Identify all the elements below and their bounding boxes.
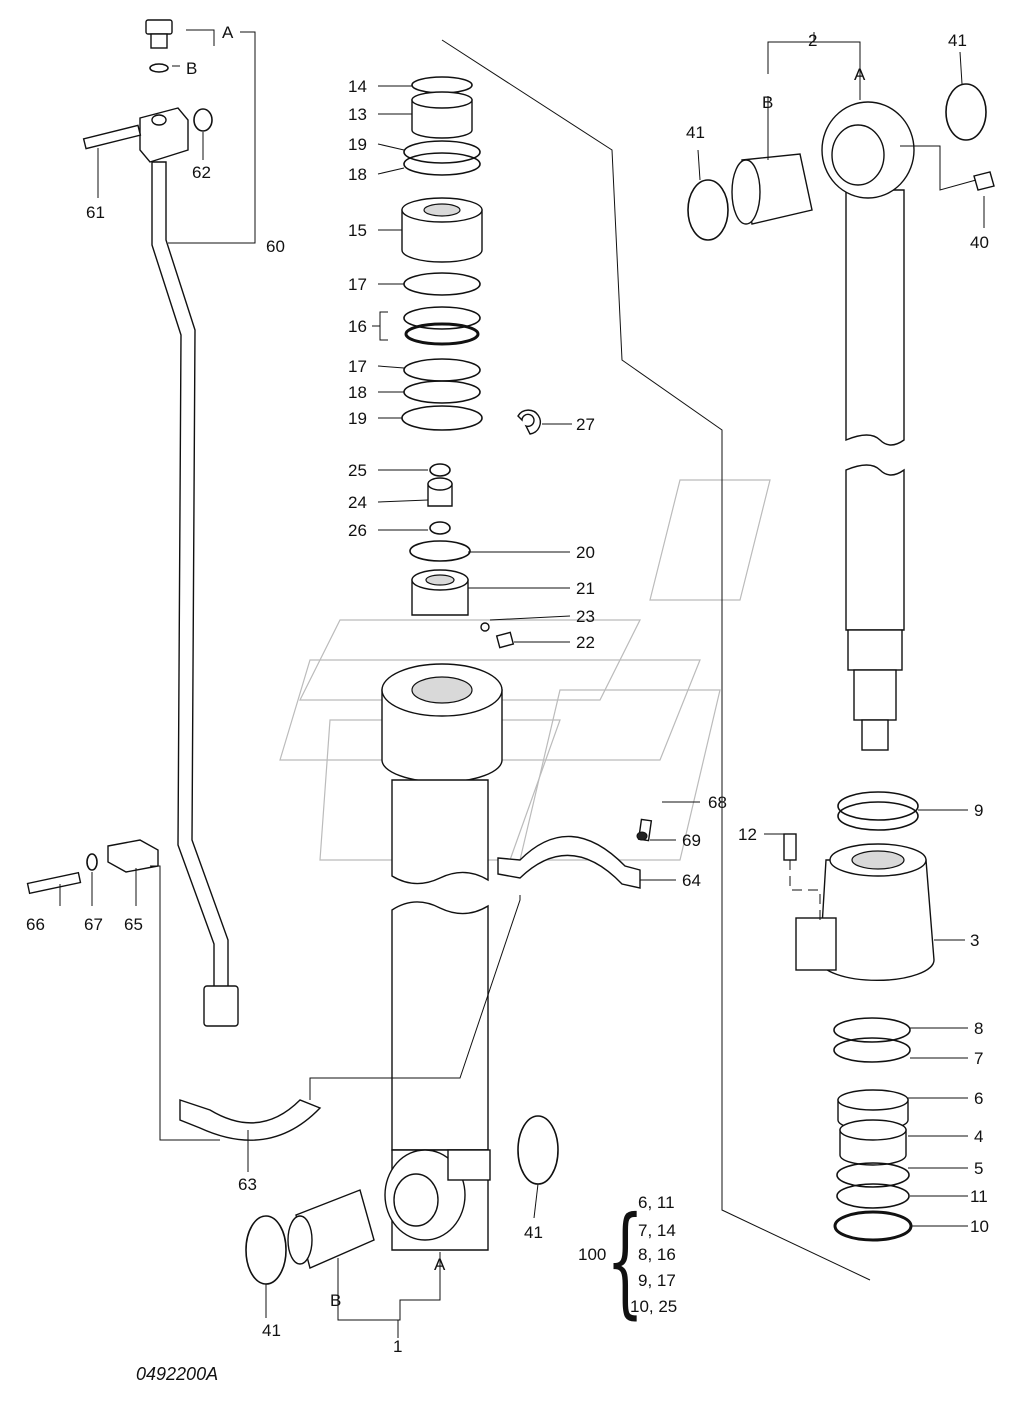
callout-68: 68	[708, 793, 727, 812]
callout-65: 65	[124, 915, 143, 934]
callout-13: 13	[348, 105, 367, 124]
callout-27: 27	[576, 415, 595, 434]
callout-6: 6	[974, 1089, 983, 1108]
cylinder-tube	[384, 779, 491, 1251]
callout-a-tube: A	[434, 1255, 446, 1274]
leader-lines	[59, 29, 985, 1338]
callout-41-rod-left: 41	[686, 123, 705, 142]
callout-labels: A B 60 61 62 66 67 65 63 41 B A 1 41 14 …	[26, 23, 989, 1356]
clamp-64	[497, 818, 653, 889]
kit-100-row-2: 7, 14	[638, 1221, 676, 1240]
callout-41-rod-right: 41	[948, 31, 967, 50]
callout-2: 2	[808, 31, 817, 50]
callout-17-top: 17	[348, 275, 367, 294]
callout-1: 1	[393, 1337, 402, 1356]
kit-100-number: 100	[578, 1245, 606, 1264]
callout-67: 67	[84, 915, 103, 934]
callout-a-pipe: A	[222, 23, 234, 42]
callout-22: 22	[576, 633, 595, 652]
callout-61: 61	[86, 203, 105, 222]
callout-17-bottom: 17	[348, 357, 367, 376]
drawing-code: 0492200A	[136, 1364, 218, 1384]
callout-60: 60	[266, 237, 285, 256]
callout-b-rod: B	[762, 93, 773, 112]
callout-40: 40	[970, 233, 989, 252]
callout-5: 5	[974, 1159, 983, 1178]
callout-18-top: 18	[348, 165, 367, 184]
cylinder-tube-bushing	[245, 1115, 559, 1285]
cylinder-head-flange	[381, 663, 503, 783]
callout-10: 10	[970, 1217, 989, 1236]
kit-100-row-4: 9, 17	[638, 1271, 676, 1290]
pipe-assembly	[82, 19, 239, 1027]
kit-100-list: 100 { 6, 11 7, 14 8, 16 9, 17 10, 25	[578, 1192, 677, 1331]
callout-8: 8	[974, 1019, 983, 1038]
callout-19-top: 19	[348, 135, 367, 154]
piston-stack	[401, 76, 542, 649]
clamp-63	[179, 1099, 322, 1141]
callout-15: 15	[348, 221, 367, 240]
callout-26: 26	[348, 521, 367, 540]
callout-b-pipe: B	[186, 59, 197, 78]
callout-20: 20	[576, 543, 595, 562]
callout-19-bottom: 19	[348, 409, 367, 428]
callout-4: 4	[974, 1127, 983, 1146]
callout-a-rod: A	[854, 65, 866, 84]
piston-rod	[845, 464, 905, 751]
callout-21: 21	[576, 579, 595, 598]
callout-11: 11	[970, 1187, 988, 1206]
callout-24: 24	[348, 493, 367, 512]
callout-63: 63	[238, 1175, 257, 1194]
callout-3: 3	[970, 931, 979, 950]
callout-14: 14	[348, 77, 367, 96]
callout-64: 64	[682, 871, 701, 890]
kit-100-row-3: 8, 16	[638, 1245, 676, 1264]
callout-66: 66	[26, 915, 45, 934]
callout-18-bottom: 18	[348, 383, 367, 402]
clamp-block-65	[26, 839, 220, 1141]
callout-b-tube: B	[330, 1291, 341, 1310]
callout-9: 9	[974, 801, 983, 820]
callout-23: 23	[576, 607, 595, 626]
rod-head-assembly	[783, 791, 935, 1242]
callout-41-tube: 41	[524, 1223, 543, 1242]
callout-69: 69	[682, 831, 701, 850]
rod-eye	[687, 83, 995, 446]
kit-100-row-1: 6, 11	[638, 1193, 675, 1212]
kit-100-brace: {	[606, 1192, 644, 1331]
callout-62: 62	[192, 163, 211, 182]
callout-7: 7	[974, 1049, 983, 1068]
callout-12: 12	[738, 825, 757, 844]
kit-100-row-5: 10, 25	[630, 1297, 677, 1316]
callout-25: 25	[348, 461, 367, 480]
group-boundary-lines	[441, 39, 871, 1281]
callout-41-left: 41	[262, 1321, 281, 1340]
callout-16: 16	[348, 317, 367, 336]
